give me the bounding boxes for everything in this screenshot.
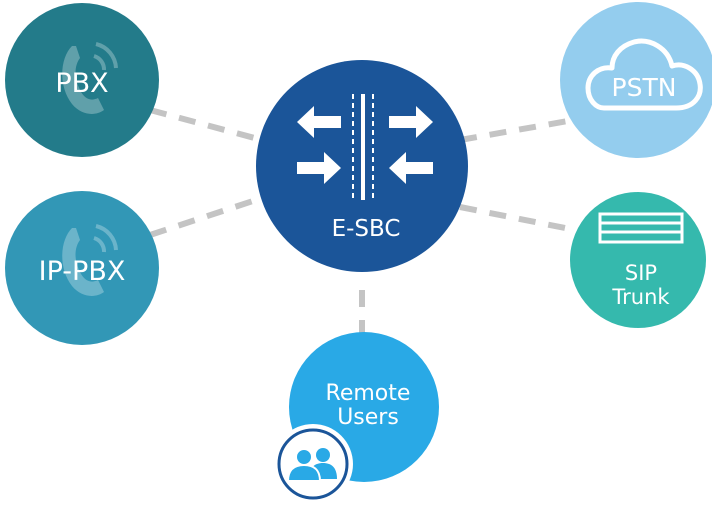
users-icon bbox=[286, 448, 337, 482]
phone-icon bbox=[62, 224, 118, 296]
node-ippbx-label: IP-PBX bbox=[39, 256, 126, 287]
node-pstn[interactable]: PSTN bbox=[560, 2, 712, 158]
connector-sip bbox=[459, 204, 586, 235]
cloud-icon bbox=[585, 38, 703, 111]
bidirectional-arrows-icon bbox=[297, 94, 433, 200]
node-sip-circle bbox=[570, 192, 706, 328]
trunk-lines-icon bbox=[598, 212, 684, 244]
users-badge bbox=[273, 424, 353, 504]
node-remote[interactable]: Remote Users bbox=[273, 332, 439, 504]
node-esbc[interactable]: E-SBC bbox=[256, 60, 468, 272]
node-pstn-circle bbox=[560, 2, 712, 158]
node-pbx[interactable]: PBX bbox=[5, 3, 159, 157]
node-sip-label-line1: SIP bbox=[625, 261, 657, 285]
node-remote-label-line2: Users bbox=[337, 405, 399, 430]
node-ippbx[interactable]: IP-PBX bbox=[5, 191, 159, 345]
connector-pstn bbox=[459, 115, 586, 143]
phone-icon bbox=[62, 42, 118, 114]
node-sip-label-line2: Trunk bbox=[611, 285, 670, 309]
connector-ippbx bbox=[149, 195, 263, 238]
node-pbx-label: PBX bbox=[55, 68, 108, 99]
node-remote-label-line1: Remote bbox=[326, 381, 411, 406]
node-esbc-label: E-SBC bbox=[332, 216, 401, 242]
node-pbx-circle bbox=[5, 3, 159, 157]
connectors bbox=[149, 107, 586, 338]
node-pstn-label: PSTN bbox=[612, 73, 677, 102]
node-ippbx-circle bbox=[5, 191, 159, 345]
connector-pbx bbox=[149, 107, 263, 143]
node-sip[interactable]: SIP Trunk bbox=[570, 192, 706, 328]
